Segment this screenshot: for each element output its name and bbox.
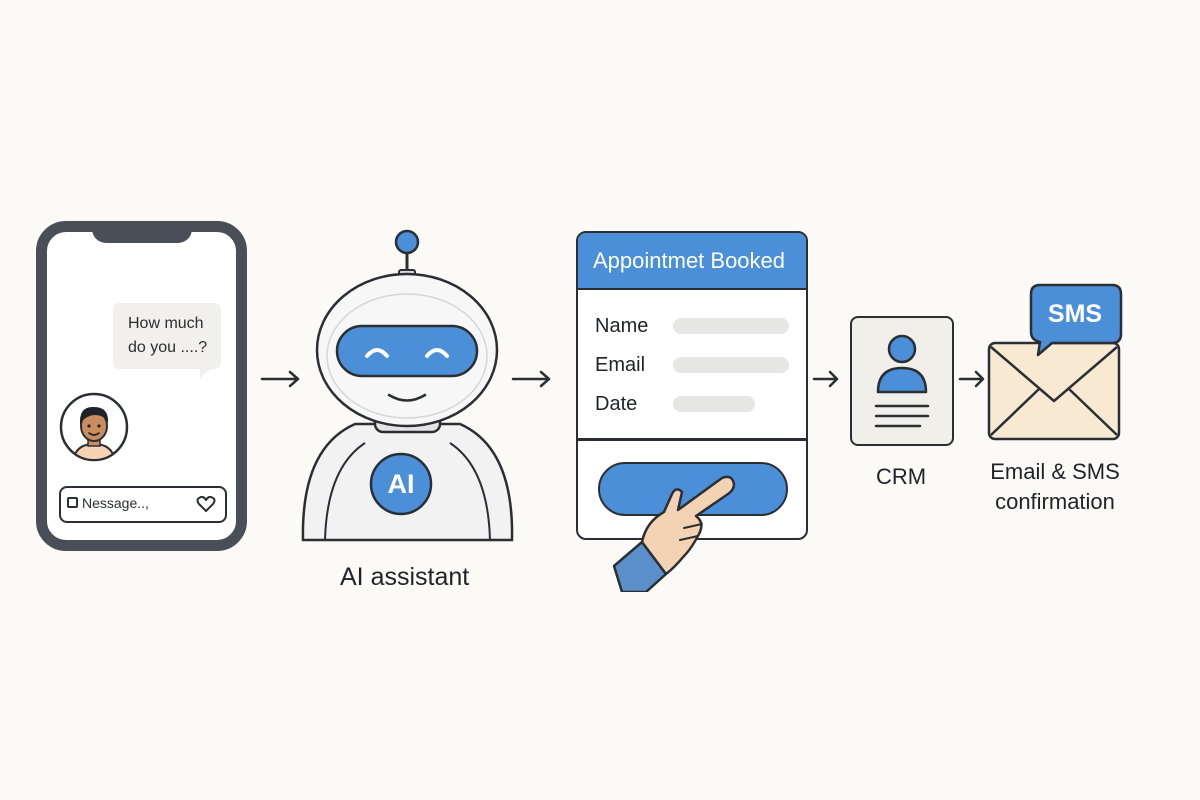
chat-bubble-line-1: How much [128, 315, 204, 332]
arrow-icon [511, 370, 551, 388]
field-label-name: Name [595, 315, 649, 337]
arrow-icon [958, 370, 985, 388]
checkbox-icon[interactable] [67, 497, 78, 508]
avatar-icon [59, 392, 129, 462]
ai-assistant-label: AI assistant [340, 563, 470, 591]
chat-bubble-tail [200, 366, 214, 378]
sms-badge-text: SMS [1047, 300, 1103, 328]
phone-notch [92, 221, 192, 243]
robot-icon [301, 229, 514, 542]
sms-bubble-icon [1029, 283, 1123, 357]
confirmation-label: Email & SMS confirmation [970, 457, 1140, 517]
contact-person-icon [874, 334, 930, 428]
crm-label: CRM [876, 464, 927, 489]
field-label-date: Date [595, 393, 638, 415]
chat-bubble-line-2: do you ....? [128, 339, 208, 356]
email-field[interactable] [673, 357, 789, 373]
ai-badge-text: AI [387, 469, 415, 499]
message-placeholder: Nessage.., [82, 495, 149, 511]
confirmation-label-line-2: confirmation [995, 489, 1115, 514]
chat-bubble: How much do you ....? [113, 303, 221, 369]
appointment-card-title: Appointmet Booked [593, 248, 786, 273]
field-label-email: Email [595, 354, 646, 376]
card-divider [578, 438, 806, 441]
name-field[interactable] [673, 318, 789, 334]
heart-icon[interactable] [196, 495, 216, 513]
arrow-icon [812, 370, 839, 388]
appointment-card-header [578, 233, 806, 290]
arrow-icon [260, 370, 300, 388]
date-field[interactable] [673, 396, 755, 412]
confirmation-label-line-1: Email & SMS [990, 459, 1120, 484]
pointing-hand-icon [612, 475, 736, 592]
